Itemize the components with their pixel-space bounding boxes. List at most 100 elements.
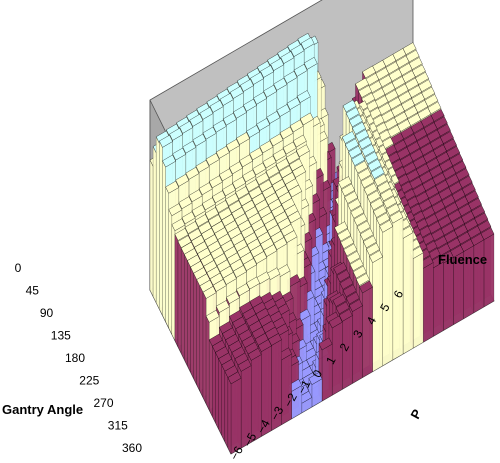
surface-cell	[359, 280, 373, 294]
surface-cell	[300, 37, 315, 50]
surface-wall	[156, 136, 160, 309]
surface-cell	[253, 91, 267, 105]
surface-cell	[292, 165, 306, 178]
surface-cell	[355, 77, 369, 91]
surface-cell	[290, 44, 305, 57]
surface-cell	[165, 180, 180, 194]
surface-cell	[332, 294, 347, 307]
surface-cell	[276, 104, 291, 117]
surface-cell	[189, 113, 204, 127]
surface-cell	[379, 219, 394, 233]
surface-cell	[373, 173, 388, 187]
surface-cell	[273, 77, 288, 91]
surface-wall	[199, 285, 204, 398]
surface-cell	[169, 127, 183, 141]
surface-cell	[358, 85, 373, 98]
surface-wall	[177, 241, 182, 354]
surface-cell	[353, 213, 368, 226]
surface-wall	[187, 260, 191, 373]
surface-cell	[380, 188, 394, 202]
surface-cell	[288, 184, 303, 198]
surface-cell	[212, 279, 227, 292]
surface-cell	[202, 126, 217, 140]
surface-wall	[382, 226, 393, 366]
surface-cell	[262, 155, 277, 169]
y-tick-label: −1	[295, 377, 314, 396]
surface-cell	[303, 56, 318, 70]
surface-cell	[354, 160, 369, 174]
surface-cell	[229, 86, 244, 99]
surface-cell	[270, 58, 285, 71]
surface-cell	[182, 140, 197, 154]
surface-wall	[165, 186, 169, 328]
surface-cell	[175, 173, 190, 187]
surface-cell	[208, 175, 223, 189]
y-axis-title: P	[407, 406, 424, 421]
surface-cell	[287, 210, 302, 224]
surface-wall	[209, 339, 213, 417]
surface-wall	[218, 358, 222, 436]
surface-cell	[212, 190, 226, 204]
surface-cell	[283, 70, 298, 84]
surface-cell	[249, 147, 264, 161]
surface-cell	[172, 147, 187, 161]
x-tick-label: 270	[93, 396, 113, 410]
surface-cell	[243, 98, 257, 112]
surface-cell	[256, 118, 271, 131]
surface-wall	[423, 262, 434, 343]
surface-cell	[195, 159, 210, 173]
fluence-surface	[149, 32, 495, 455]
surface-cell	[389, 210, 404, 224]
surface-cell	[188, 189, 203, 203]
y-tick-label: −4	[254, 417, 273, 436]
x-tick-label: 180	[65, 351, 85, 365]
surface-cell	[253, 251, 268, 264]
surface-cell	[252, 162, 267, 176]
surface-wall	[171, 224, 175, 341]
surface-cell	[162, 154, 176, 168]
surface-cell	[179, 120, 194, 134]
surface-cell	[343, 243, 358, 257]
y-tick-label: −2	[281, 391, 300, 410]
surface-cell	[349, 258, 364, 272]
x-tick-label: 315	[108, 419, 128, 433]
surface-cell	[370, 166, 385, 179]
surface-wall	[362, 286, 373, 378]
surface-cell	[226, 291, 240, 304]
surface-cell	[289, 119, 304, 133]
surface-cell	[344, 191, 359, 204]
surface-cell	[285, 151, 300, 165]
y-tick-label: −3	[268, 404, 287, 423]
surface-cell	[328, 315, 343, 329]
surface-cell	[212, 119, 227, 133]
surface-wall	[212, 346, 216, 423]
surface-cell	[279, 126, 294, 140]
surface-wall	[443, 257, 454, 331]
surface-cell	[185, 166, 200, 180]
surface-wall	[159, 140, 163, 316]
x-tick-label: 90	[40, 306, 54, 320]
surface-wall	[402, 232, 414, 355]
surface-cell	[205, 309, 220, 323]
surface-cell	[247, 347, 262, 361]
surface-cell	[363, 182, 378, 196]
surface-wall	[153, 146, 157, 303]
surface-cell	[280, 51, 295, 64]
x-tick-label: 0	[15, 261, 22, 275]
surface-wall	[473, 239, 484, 313]
surface-cell	[233, 265, 247, 278]
y-tick-label: −6	[227, 444, 246, 463]
surface-cell	[377, 181, 391, 194]
surface-wall	[193, 273, 197, 385]
surface-wall	[227, 377, 232, 455]
surface-cell	[355, 129, 369, 142]
surface-cell	[178, 196, 193, 210]
surface-wall	[181, 247, 185, 360]
surface-cell	[229, 161, 243, 175]
surface-cell	[364, 151, 379, 165]
surface-wall	[196, 279, 200, 391]
surface-cell	[296, 144, 310, 158]
x-tick-label: 135	[51, 329, 71, 343]
